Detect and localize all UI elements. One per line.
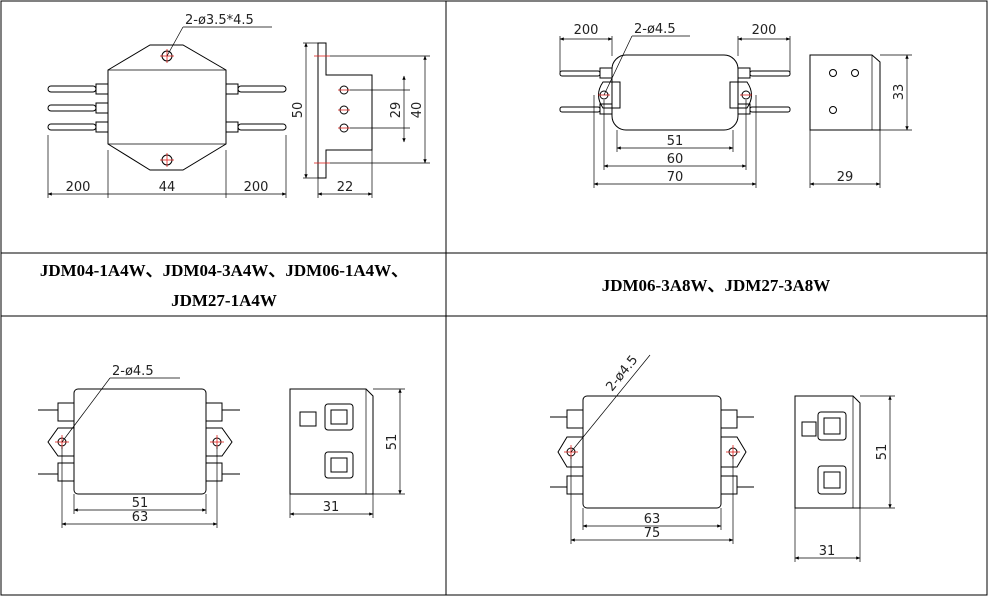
header-left-line2: JDM27-1A4W xyxy=(171,291,277,310)
br-hole-note: 2-ø4.5 xyxy=(603,353,641,395)
bl-hole-note: 2-ø4.5 xyxy=(112,364,154,379)
br-dim-side-h: 51 xyxy=(875,444,890,461)
bl-dim-51: 51 xyxy=(132,496,149,511)
br-dim-63: 63 xyxy=(644,512,661,527)
bl-dim-63: 63 xyxy=(132,510,149,525)
tr-dim-lead-l: 200 xyxy=(574,23,599,38)
tr-dim-side-h: 33 xyxy=(892,84,907,101)
tr-dim-51: 51 xyxy=(667,134,684,149)
bl-dim-side-h: 51 xyxy=(385,434,400,451)
tl-dim-height: 50 xyxy=(291,102,306,119)
header-left-line1: JDM04-1A4W、JDM04-3A4W、JDM06-1A4W、 xyxy=(40,261,408,280)
drawing-top-right: 200 200 2-ø4.5 51 60 70 33 29 xyxy=(559,22,912,188)
tl-dim-pins: 29 xyxy=(389,102,404,119)
drawing-bottom-left: 2-ø4.5 51 63 51 31 xyxy=(38,364,405,528)
tl-dim-mid: 44 xyxy=(159,180,176,195)
bl-dim-depth: 31 xyxy=(323,500,340,515)
tr-hole-note: 2-ø4.5 xyxy=(634,22,676,37)
br-dim-75: 75 xyxy=(644,526,661,541)
br-dim-depth: 31 xyxy=(819,544,836,559)
drawing-top-left: 2-ø3.5*4.5 200 44 200 50 29 40 22 xyxy=(47,13,430,198)
tr-dim-depth: 29 xyxy=(837,170,854,185)
tl-dim-side-h: 40 xyxy=(410,102,425,119)
tl-dim-depth: 22 xyxy=(337,180,354,195)
drawing-bottom-right: 2-ø4.5 63 75 51 31 xyxy=(550,353,895,562)
tr-dim-lead-r: 200 xyxy=(752,23,777,38)
tl-dim-right: 200 xyxy=(244,180,269,195)
tl-hole-note: 2-ø3.5*4.5 xyxy=(185,13,254,28)
tr-dim-60: 60 xyxy=(667,152,684,167)
tr-dim-70: 70 xyxy=(667,170,684,185)
header-right: JDM06-3A8W、JDM27-3A8W xyxy=(602,276,831,295)
tl-dim-left: 200 xyxy=(66,180,91,195)
